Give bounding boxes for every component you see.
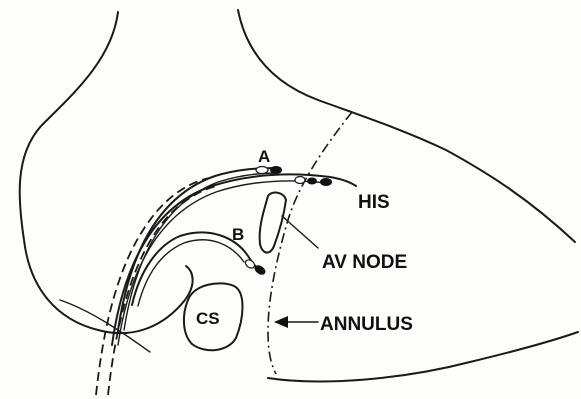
label-annulus: ANNULUS: [320, 314, 413, 335]
label-his: HIS: [358, 192, 390, 213]
catheter-a-electrode-ring: [256, 167, 268, 174]
av-node-leader: [282, 216, 318, 248]
label-a: A: [258, 147, 270, 166]
his-electrode-1: [307, 178, 317, 185]
floor-outline: [60, 300, 150, 352]
label-av-node: AV NODE: [322, 252, 407, 273]
upper-right-outline: [238, 10, 575, 242]
label-b: B: [232, 225, 244, 244]
lower-right-outline: [268, 332, 578, 381]
annulus-arrowhead: [274, 316, 288, 328]
his-electrode-ring-1: [295, 177, 305, 184]
catheter-a-tip: [270, 166, 282, 174]
av-node-shape: [260, 193, 286, 253]
his-catheter-tip: [320, 178, 332, 186]
catheter-a-inner: [124, 173, 276, 330]
label-cs: CS: [196, 309, 220, 328]
catheter-b-electrode-ring: [244, 258, 256, 269]
left-heart-outline: [20, 12, 193, 333]
